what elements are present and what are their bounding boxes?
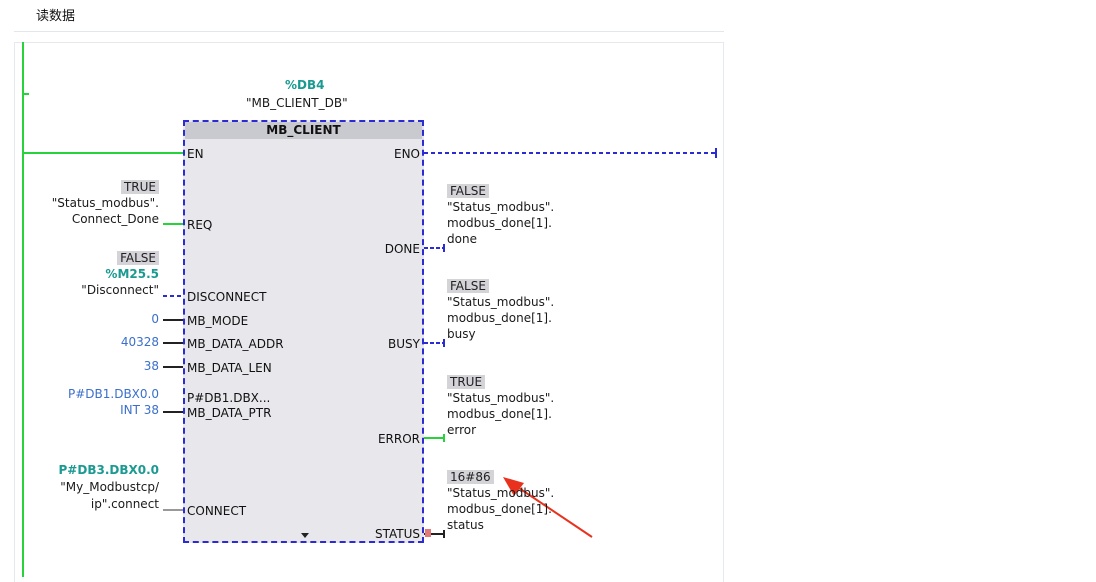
busy-state-badge: FALSE [447,279,489,293]
title-divider [14,31,724,32]
pin-error[interactable]: ERROR [377,432,420,446]
busy-line3: busy [447,327,476,341]
pin-mb-data-ptr-value[interactable]: P#DB1.DBX... [187,391,271,405]
pin-req[interactable]: REQ [187,218,213,232]
error-operand[interactable]: TRUE "Status_modbus". modbus_done[1]. er… [447,374,554,438]
network-frame [14,42,724,582]
busy-operand[interactable]: FALSE "Status_modbus". modbus_done[1]. b… [447,278,554,342]
mb-data-ptr-line1: P#DB1.DBX0.0 [68,387,159,401]
pin-status[interactable]: STATUS [374,527,420,541]
error-line1: "Status_modbus". [447,391,555,405]
req-operand[interactable]: TRUE "Status_modbus". Connect_Done [52,179,159,227]
disconnect-state-badge: FALSE [117,251,159,265]
instance-db-name[interactable]: "MB_CLIENT_DB" [246,96,348,110]
done-operand[interactable]: FALSE "Status_modbus". modbus_done[1]. d… [447,183,554,247]
mb-data-ptr-line2: INT 38 [120,403,159,417]
status-line3: status [447,518,484,532]
pin-connect[interactable]: CONNECT [187,504,247,518]
pin-done[interactable]: DONE [384,242,420,256]
req-operand-line2: Connect_Done [71,212,159,226]
busy-line1: "Status_modbus". [447,295,555,309]
req-operand-line1: "Status_modbus". [51,196,159,210]
pin-mb-data-addr[interactable]: MB_DATA_ADDR [187,337,284,351]
error-line2: modbus_done[1]. [447,407,552,421]
error-state-badge: TRUE [447,375,486,389]
connect-line1: "My_Modbustcp/ [60,480,159,494]
req-state-badge: TRUE [120,180,159,194]
pin-mb-mode[interactable]: MB_MODE [187,314,249,328]
mb-data-ptr-operand[interactable]: P#DB1.DBX0.0 INT 38 [68,386,159,418]
done-state-badge: FALSE [447,184,489,198]
connect-line2: ip".connect [90,497,159,511]
mb-data-addr-value[interactable]: 40328 [120,335,159,349]
pin-en[interactable]: EN [187,147,204,161]
pin-mb-data-len[interactable]: MB_DATA_LEN [187,361,272,375]
mb-client-block[interactable]: MB_CLIENT [183,120,424,543]
disconnect-name: "Disconnect" [81,283,159,297]
status-line2: modbus_done[1]. [447,502,552,516]
pin-mb-data-ptr[interactable]: MB_DATA_PTR [187,406,272,420]
done-line2: modbus_done[1]. [447,216,552,230]
network-title: 读数据 [36,9,76,24]
mb-data-len-value[interactable]: 38 [143,359,159,373]
error-line3: error [447,423,477,437]
status-line1: "Status_modbus". [447,486,555,500]
disconnect-operand[interactable]: FALSE %M25.5 "Disconnect" [81,250,159,298]
mb-mode-value[interactable]: 0 [151,312,159,326]
block-name: MB_CLIENT [185,122,422,139]
expand-arrow-icon[interactable] [301,533,309,538]
pin-disconnect[interactable]: DISCONNECT [187,290,267,304]
pin-busy[interactable]: BUSY [388,337,420,351]
pin-eno[interactable]: ENO [393,147,420,161]
status-operand[interactable]: 16#86 "Status_modbus". modbus_done[1]. s… [447,469,554,533]
connect-operand[interactable]: P#DB3.DBX0.0 "My_Modbustcp/ ip".connect [59,462,159,513]
done-line3: done [447,232,477,246]
status-connector-icon [425,529,431,537]
annotation-arrow-head [503,477,524,496]
done-line1: "Status_modbus". [447,200,555,214]
instance-db-address[interactable]: %DB4 [285,78,325,92]
status-value-badge: 16#86 [447,470,494,484]
connect-address: P#DB3.DBX0.0 [58,463,159,477]
disconnect-address: %M25.5 [105,267,159,281]
busy-line2: modbus_done[1]. [447,311,552,325]
annotation-arrow-shaft [509,481,593,538]
